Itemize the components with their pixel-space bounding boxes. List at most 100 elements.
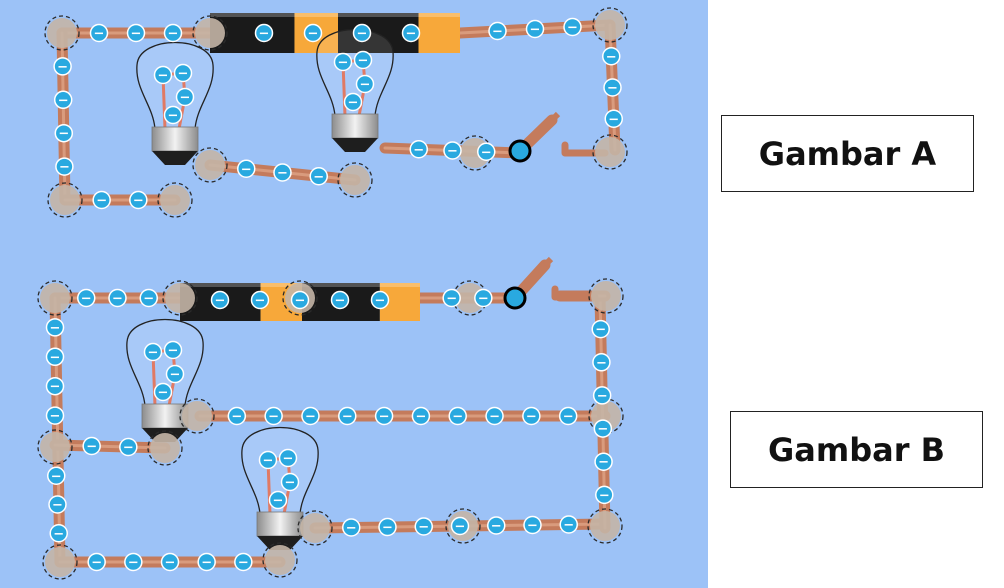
electron: −	[139, 288, 158, 308]
junction-ring	[42, 544, 78, 580]
switch-pivot	[508, 139, 532, 163]
electron-circle	[370, 290, 390, 310]
electron: −	[301, 406, 320, 426]
electron-charge-symbol: −	[86, 440, 97, 455]
electron: −	[227, 406, 247, 426]
electron-circle	[477, 142, 496, 161]
electron: −	[487, 516, 506, 535]
electron-charge-symbol: −	[596, 356, 607, 371]
electron: −	[49, 524, 68, 543]
circuit-b-label: Gambar B	[730, 411, 983, 488]
electron: −	[129, 190, 148, 210]
electron-charge-symbol: −	[379, 410, 390, 425]
electron: −	[342, 518, 361, 537]
electron-charge-symbol: −	[268, 410, 279, 425]
switch-open	[508, 111, 609, 163]
electron-charge-symbol: −	[52, 498, 63, 513]
electron: −	[488, 21, 507, 41]
electron: −	[330, 290, 350, 310]
electron-charge-symbol: −	[492, 25, 503, 40]
junction-ring	[587, 508, 623, 544]
electron: −	[153, 382, 173, 402]
electron-circle	[87, 552, 106, 572]
junction-ring	[592, 134, 628, 170]
light-bulb	[241, 426, 319, 550]
electron: −	[309, 167, 328, 186]
electron: −	[77, 288, 96, 308]
battery-shine	[302, 283, 420, 287]
electron: −	[558, 406, 578, 426]
electron: −	[595, 485, 614, 505]
electron-charge-symbol: −	[563, 518, 574, 533]
junction-ring	[337, 162, 373, 198]
electron-circle	[119, 437, 138, 457]
electron-circle	[450, 516, 470, 536]
electron-charge-symbol: −	[358, 54, 369, 69]
junction-node	[265, 545, 295, 575]
junction-ring	[297, 510, 333, 546]
electron: −	[53, 57, 72, 76]
electron-circle	[374, 406, 394, 426]
wire-highlight	[53, 443, 167, 450]
junction-node	[47, 18, 77, 48]
electron-circle	[303, 23, 323, 43]
electron: −	[352, 23, 372, 43]
electron-charge-symbol: −	[608, 112, 619, 127]
electron-charge-symbol: −	[91, 556, 102, 571]
electron-charge-symbol: −	[178, 67, 189, 82]
electron-charge-symbol: −	[413, 143, 424, 158]
electron-charge-symbol: −	[607, 81, 618, 96]
electron: −	[355, 74, 375, 94]
electron-circle	[45, 318, 65, 337]
electron: −	[450, 516, 470, 536]
electron-charge-symbol: −	[599, 488, 610, 503]
electron: −	[160, 552, 180, 572]
electron-circle	[558, 406, 578, 426]
junction-node	[595, 10, 625, 40]
electron-circle	[153, 382, 173, 402]
electron-charge-symbol: −	[489, 410, 500, 425]
electron-charge-symbol: −	[168, 27, 179, 42]
electron-charge-symbol: −	[201, 556, 212, 571]
electron-charge-symbol: −	[51, 469, 62, 484]
electron: −	[264, 406, 283, 426]
electron-charge-symbol: −	[57, 60, 68, 75]
electron: −	[343, 92, 363, 112]
electron-circle	[160, 552, 180, 572]
junction-node	[340, 165, 370, 195]
electron: −	[592, 386, 612, 405]
electron-charge-symbol: −	[606, 50, 617, 65]
battery-shine	[180, 283, 302, 287]
electron-charge-symbol: −	[231, 410, 242, 425]
electron: −	[53, 90, 73, 110]
electron-circle	[264, 406, 283, 426]
electron-circle	[124, 552, 143, 572]
electron-charge-symbol: −	[94, 27, 105, 42]
electron-circle	[139, 288, 158, 308]
electron: −	[401, 23, 421, 43]
battery	[338, 13, 460, 53]
electron-charge-symbol: −	[283, 452, 294, 467]
electron: −	[442, 288, 461, 308]
electron-charge-symbol: −	[308, 27, 319, 42]
bulb-glass	[241, 426, 319, 515]
electron: −	[523, 515, 542, 535]
electron-charge-symbol: −	[58, 127, 69, 142]
electron-circle	[258, 450, 278, 470]
electron: −	[55, 157, 74, 176]
electron-circle	[163, 340, 183, 360]
electron: −	[370, 290, 390, 310]
junction-node	[591, 281, 621, 311]
electron-charge-symbol: −	[491, 519, 502, 534]
junction-node	[40, 283, 70, 313]
electron-circle	[309, 167, 328, 186]
electron-charge-symbol: −	[148, 346, 159, 361]
junction-ring	[147, 430, 183, 466]
electron: −	[163, 340, 183, 360]
electron-circle	[129, 190, 148, 210]
electron-charge-symbol: −	[96, 194, 107, 209]
junction-node	[182, 401, 212, 431]
electron-circle	[210, 290, 230, 310]
junction-ring	[445, 508, 481, 544]
electron-charge-symbol: −	[305, 410, 316, 425]
